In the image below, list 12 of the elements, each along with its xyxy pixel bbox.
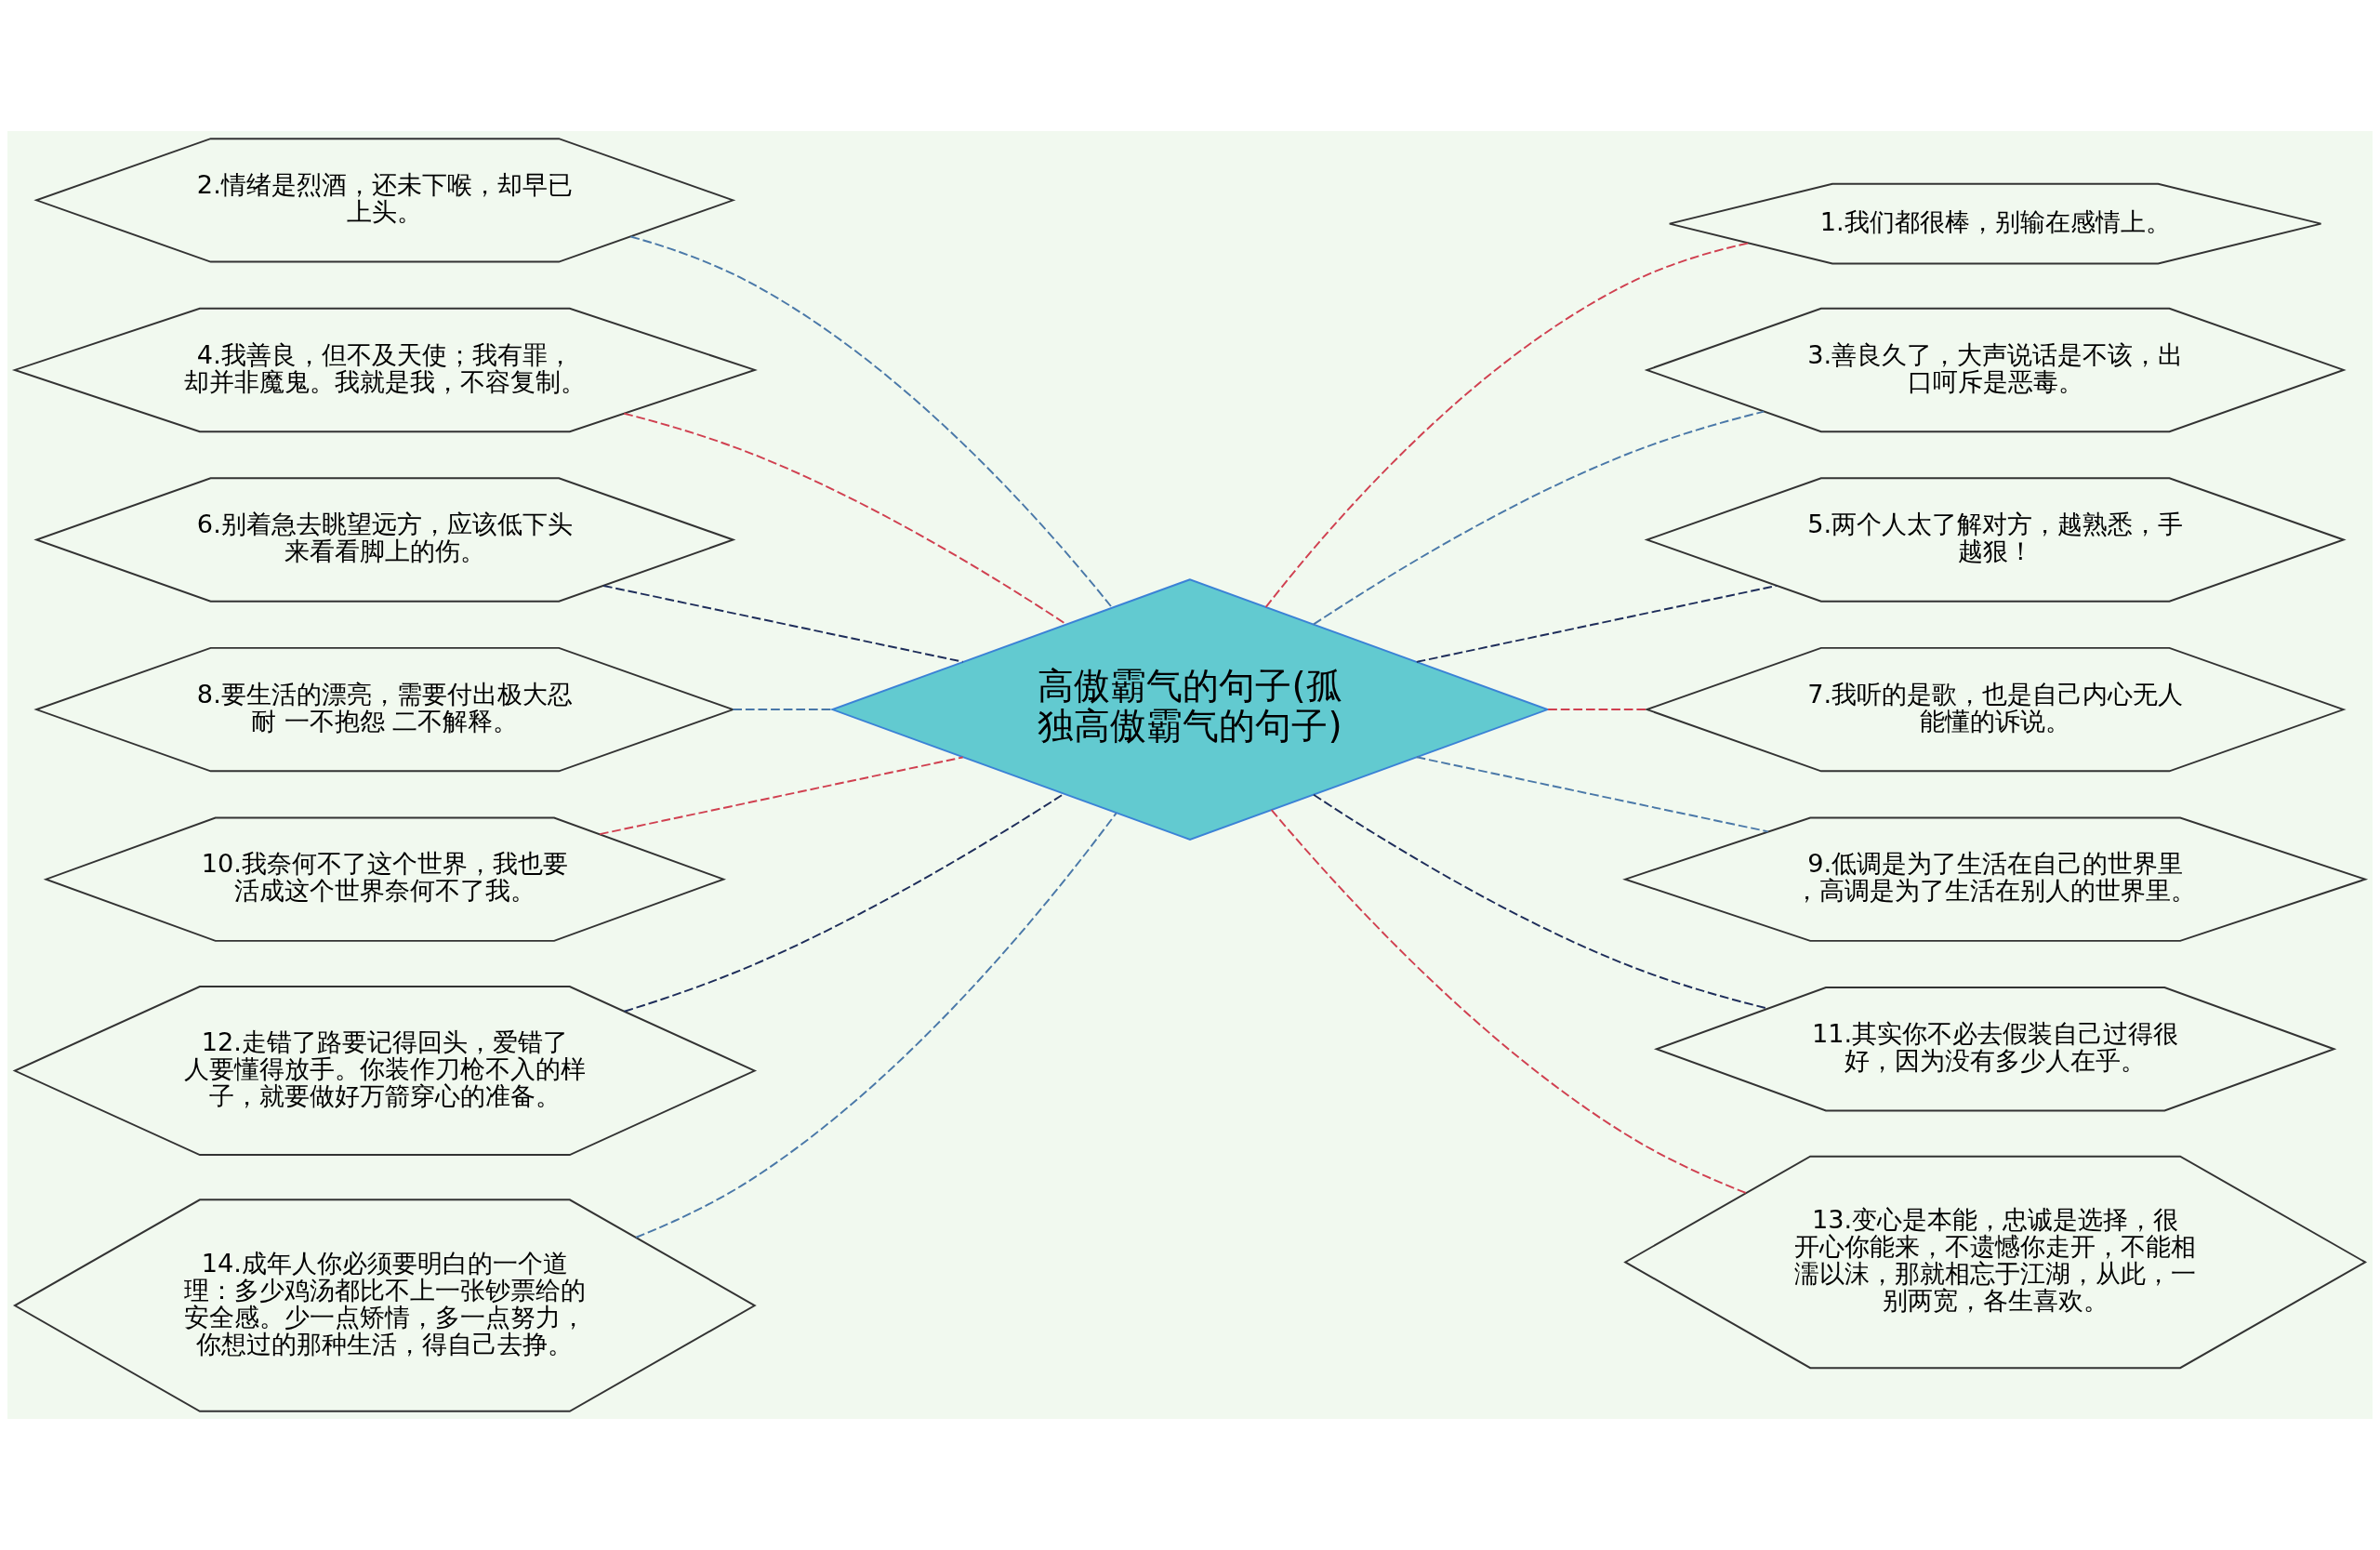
connector (602, 584, 964, 663)
connector (599, 756, 964, 836)
connector (1415, 756, 1769, 833)
connector (1313, 410, 1765, 626)
connector (1415, 585, 1778, 663)
connector (1264, 242, 1750, 608)
connector (629, 235, 1113, 609)
connector (1547, 709, 1648, 711)
connector (732, 709, 833, 711)
connector (1270, 809, 1747, 1194)
connector (635, 812, 1117, 1239)
node-diamond: 高傲霸气的句子(孤独高傲霸气的句子) (829, 578, 1551, 841)
